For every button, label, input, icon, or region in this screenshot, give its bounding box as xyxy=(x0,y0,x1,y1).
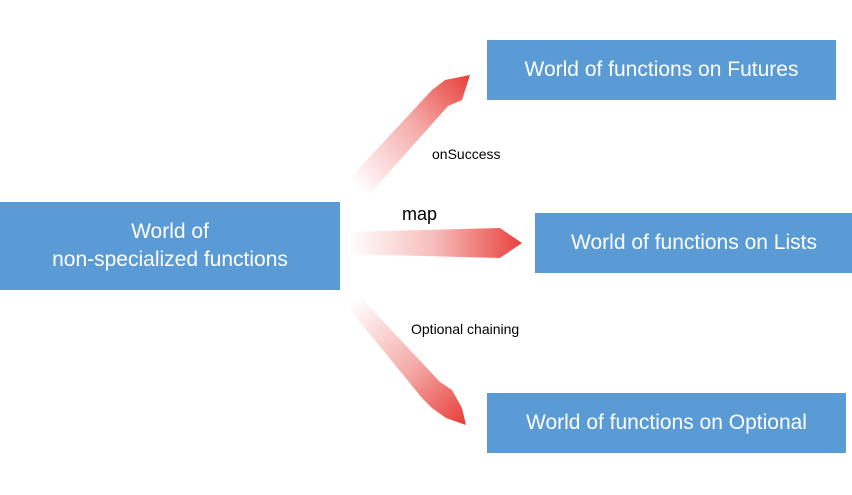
edge-label-optional-chaining: Optional chaining xyxy=(411,321,520,337)
arrow-to-lists xyxy=(348,228,522,258)
node-source-line-2: non-specialized functions xyxy=(52,248,288,271)
node-source-line-1: World of xyxy=(131,220,209,243)
node-futures-label: World of functions on Futures xyxy=(524,58,799,81)
node-non-specialized-functions: World of non-specialized functions xyxy=(0,202,340,290)
node-functions-on-optional: World of functions on Optional xyxy=(487,393,846,453)
arrow-to-optional xyxy=(342,288,466,425)
node-lists-label: World of functions on Lists xyxy=(571,231,817,254)
edge-label-onsuccess: onSuccess xyxy=(432,146,501,162)
edge-label-map: map xyxy=(402,204,438,224)
node-optional-label: World of functions on Optional xyxy=(526,411,807,434)
node-functions-on-lists: World of functions on Lists xyxy=(535,213,852,273)
arrow-to-futures xyxy=(340,75,470,196)
node-functions-on-futures: World of functions on Futures xyxy=(487,40,836,100)
